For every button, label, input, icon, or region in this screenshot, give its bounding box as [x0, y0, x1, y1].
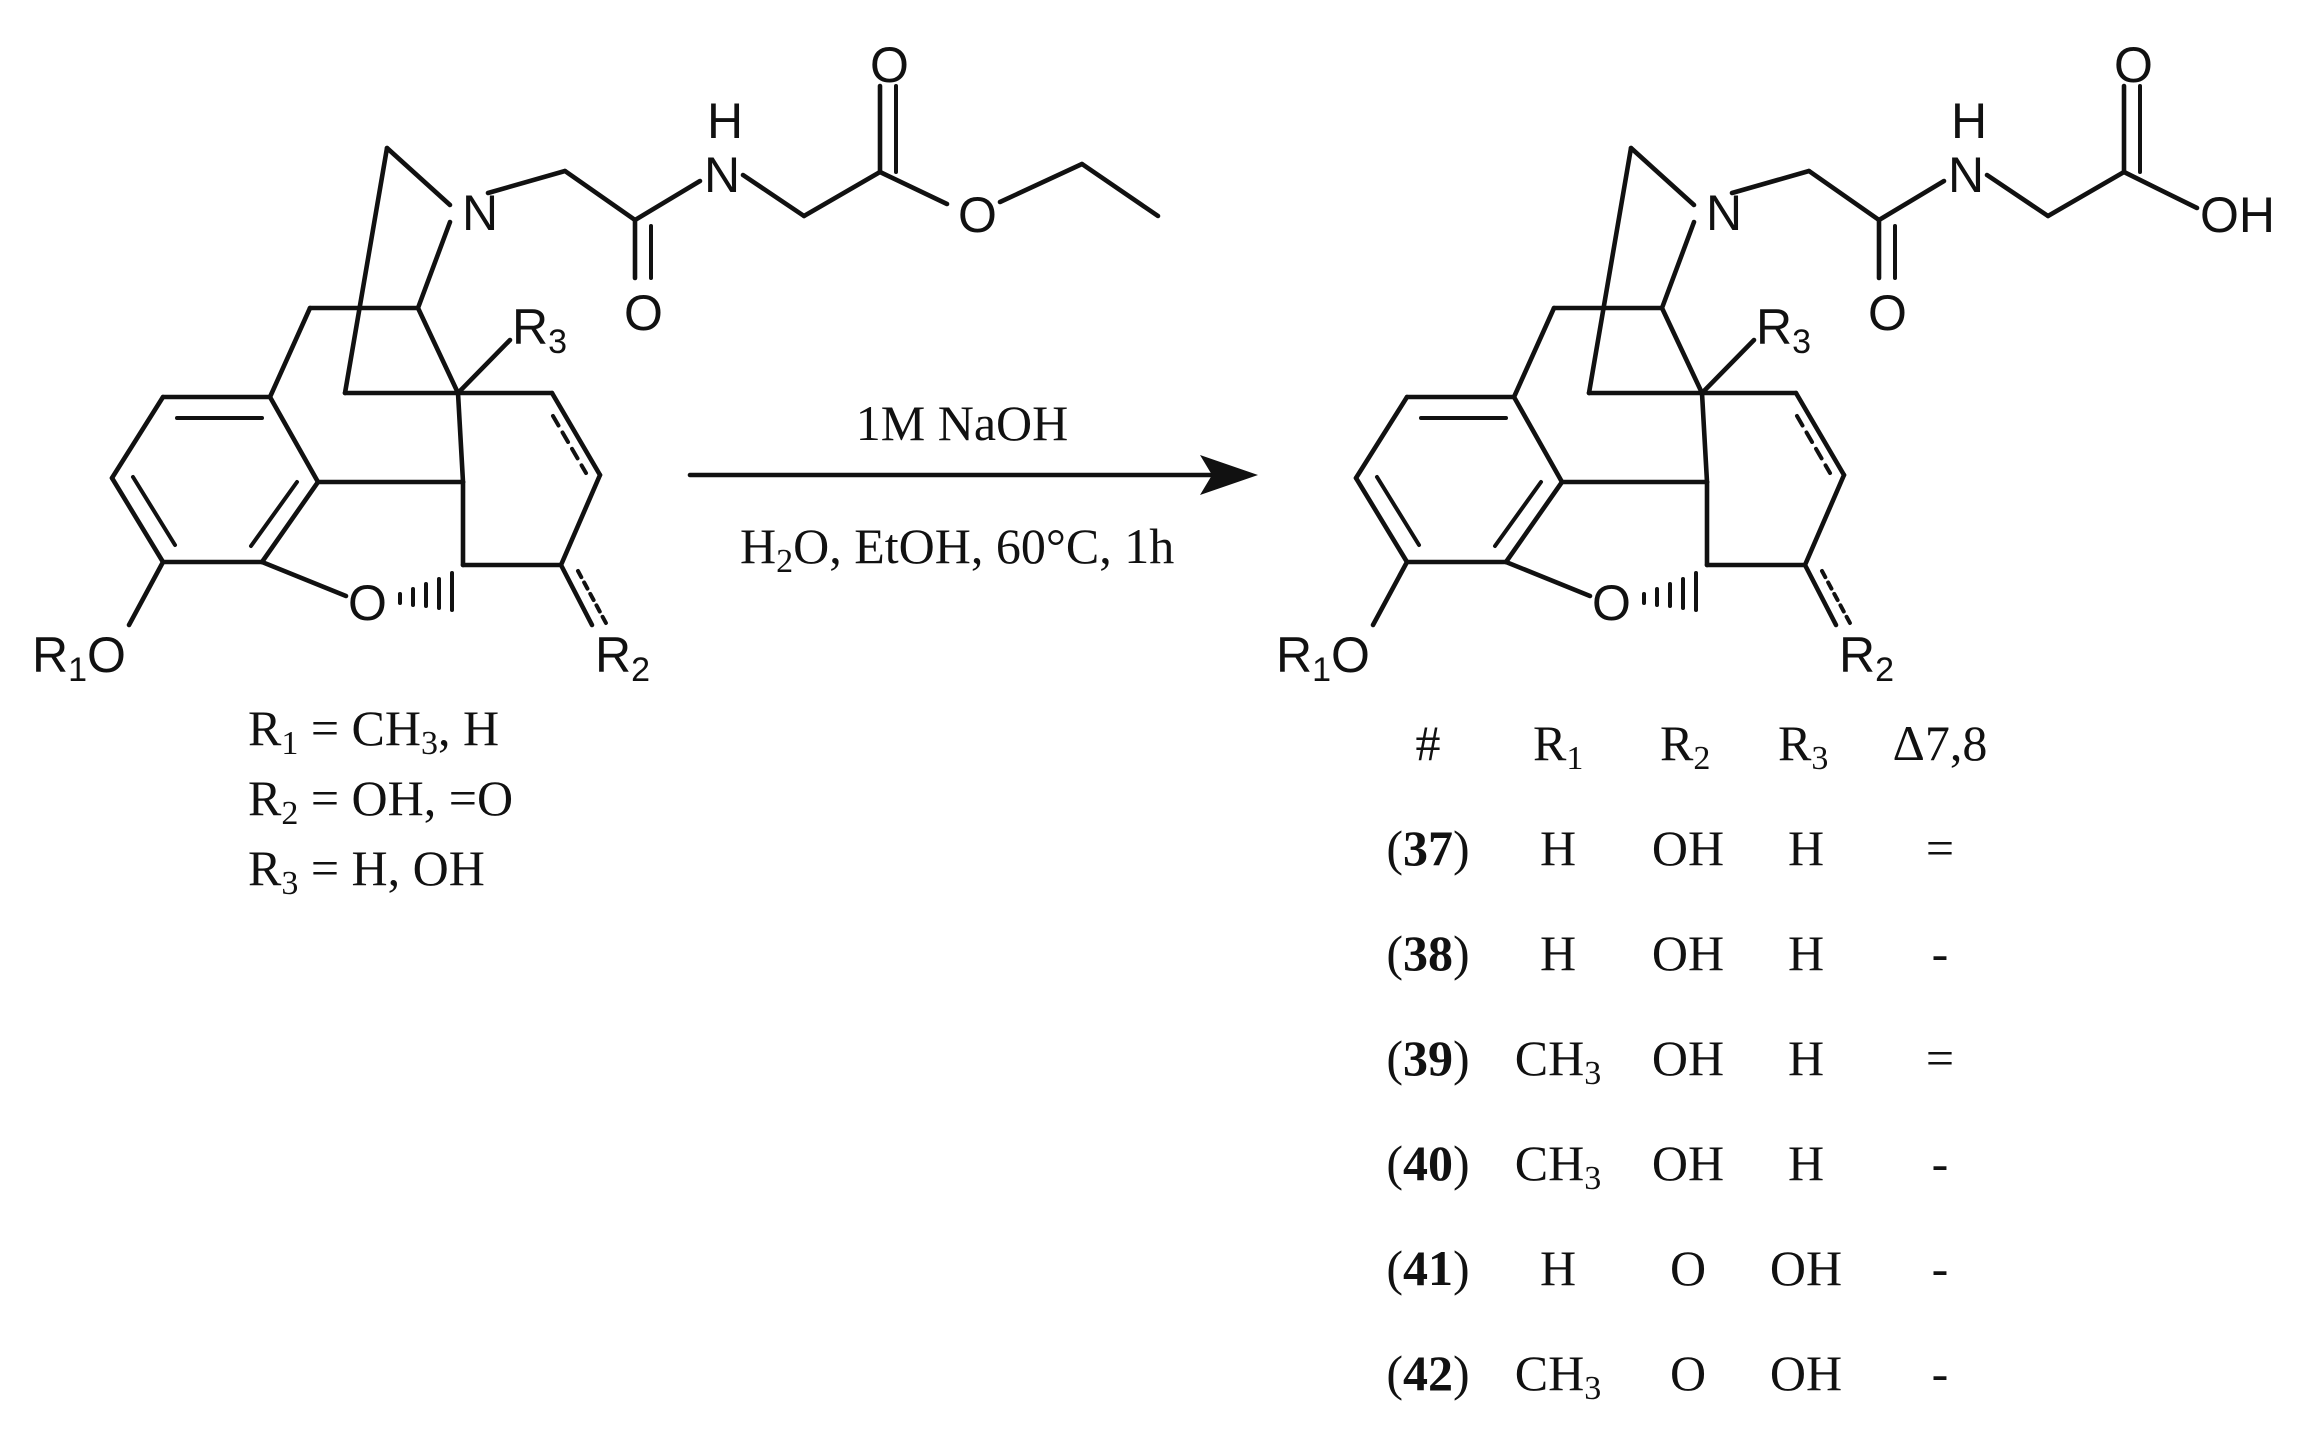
reactant-r1o-label: R1O	[32, 627, 126, 689]
reactant-atom-labels: N H N O O O O R3 R2 R1O	[32, 37, 997, 689]
reactant-r3-label: R3	[512, 299, 567, 361]
arrow-head	[1200, 455, 1258, 495]
reaction-arrow-group: 1M NaOH H2O, EtOH, 60°C, 1h	[687, 395, 1258, 580]
cell-r2: OH	[1652, 925, 1724, 981]
cell-r1: H	[1540, 925, 1576, 981]
table-row: (41) H O OH -	[1386, 1240, 1948, 1296]
product-nitrogen-label: N	[1706, 185, 1742, 241]
compound-id: (39)	[1386, 1030, 1469, 1086]
header-r2: R2	[1660, 715, 1710, 777]
r-group-definitions: R1 = CH3, H R2 = OH, =O R3 = H, OH	[248, 700, 513, 902]
product-r2-label: R2	[1839, 627, 1894, 689]
table-header: # R1 R2 R3 Δ7,8	[1416, 715, 1988, 777]
header-r3: R3	[1778, 715, 1828, 777]
cell-r3: H	[1788, 925, 1824, 981]
cell-r1: CH3	[1515, 1135, 1601, 1197]
conditions-label: H2O, EtOH, 60°C, 1h	[740, 518, 1174, 580]
cell-r2: OH	[1652, 820, 1724, 876]
reactant-r2-label: R2	[595, 627, 650, 689]
cell-delta: -	[1932, 1240, 1949, 1296]
product-carbonyl-o-label: O	[1868, 285, 1907, 341]
product-amide-h-label: H	[1951, 93, 1987, 149]
cell-delta: =	[1926, 820, 1954, 876]
definition-r3: R3 = H, OH	[248, 840, 485, 902]
reactant-carbonyl-o-label: O	[624, 285, 663, 341]
table-row: (40) CH3 OH H -	[1386, 1135, 1948, 1197]
cell-r1: H	[1540, 1240, 1576, 1296]
product-structure: N H N O O OH O R3 R2 R1O	[1276, 37, 2275, 689]
reactant-hash-wedge	[398, 571, 454, 612]
table-row: (42) CH3 O OH -	[1386, 1345, 1948, 1407]
cell-r3: OH	[1770, 1345, 1842, 1401]
product-furan-o-label: O	[1592, 575, 1631, 631]
product-hash-wedge	[1642, 571, 1698, 612]
compound-id: (40)	[1386, 1135, 1469, 1191]
definition-r1: R1 = CH3, H	[248, 700, 499, 762]
cell-r1: CH3	[1515, 1345, 1601, 1407]
cell-r3: OH	[1770, 1240, 1842, 1296]
header-hash: #	[1416, 715, 1441, 771]
compound-id: (38)	[1386, 925, 1469, 981]
cell-delta: -	[1932, 925, 1949, 981]
product-bonds	[1353, 83, 2200, 628]
compound-id: (37)	[1386, 820, 1469, 876]
product-atom-labels: N H N O O OH O R3 R2 R1O	[1276, 37, 2275, 689]
reactant-ester-carbonyl-o-label: O	[870, 37, 909, 93]
table-row: (39) CH3 OH H =	[1386, 1030, 1954, 1092]
cell-r2: O	[1670, 1240, 1706, 1296]
reactant-amide-h-label: H	[707, 93, 743, 149]
reagent-label: 1M NaOH	[856, 395, 1068, 451]
table-row: (37) H OH H =	[1386, 820, 1954, 876]
reactant-furan-o-label: O	[348, 575, 387, 631]
reactant-structure: N H N O O O O R3 R2 R1O	[32, 37, 1161, 689]
header-r1: R1	[1533, 715, 1583, 777]
reactant-amide-n-label: N	[704, 147, 740, 203]
product-r3-label: R3	[1756, 299, 1811, 361]
cell-r1: H	[1540, 820, 1576, 876]
cell-r2: OH	[1652, 1135, 1724, 1191]
compound-id: (41)	[1386, 1240, 1469, 1296]
reactant-ester-o-label: O	[958, 187, 997, 243]
product-amide-n-label: N	[1948, 147, 1984, 203]
cell-r2: O	[1670, 1345, 1706, 1401]
cell-delta: -	[1932, 1135, 1949, 1191]
cell-r3: H	[1788, 1135, 1824, 1191]
compound-id: (42)	[1386, 1345, 1469, 1401]
header-delta: Δ7,8	[1893, 715, 1988, 771]
cell-delta: -	[1932, 1345, 1949, 1401]
reactant-nitrogen-label: N	[462, 185, 498, 241]
definition-r2: R2 = OH, =O	[248, 770, 513, 832]
cell-r2: OH	[1652, 1030, 1724, 1086]
reactant-bonds	[109, 83, 1161, 628]
table-row: (38) H OH H -	[1386, 925, 1948, 981]
cell-r3: H	[1788, 1030, 1824, 1086]
product-hydroxyl-label: OH	[2200, 187, 2275, 243]
cell-r1: CH3	[1515, 1030, 1601, 1092]
cell-r3: H	[1788, 820, 1824, 876]
product-acid-carbonyl-o-label: O	[2114, 37, 2153, 93]
cell-delta: =	[1926, 1030, 1954, 1086]
product-r1o-label: R1O	[1276, 627, 1370, 689]
